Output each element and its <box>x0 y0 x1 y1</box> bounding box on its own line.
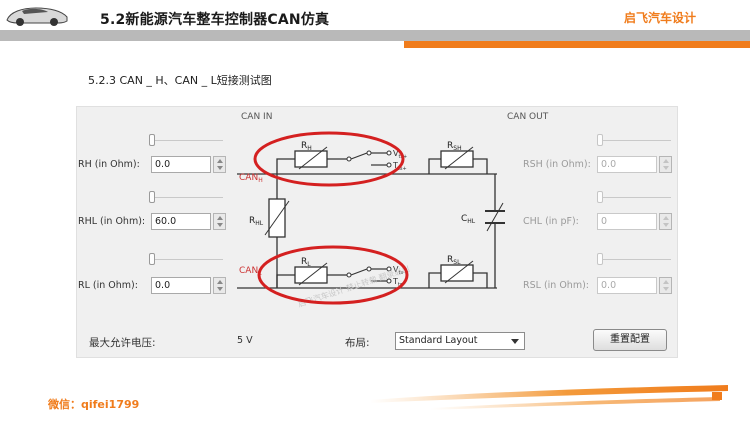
rhl-label: RHL (in Ohm): <box>78 216 146 227</box>
rh-input[interactable]: 0.0 <box>151 156 211 173</box>
slide-title: 5.2新能源汽车整车控制器CAN仿真 <box>100 12 330 28</box>
chl-input[interactable]: 0 <box>597 213 657 230</box>
can-in-label: CAN IN <box>241 112 273 122</box>
rl-input[interactable]: 0.0 <box>151 277 211 294</box>
svg-text:RSL: RSL <box>447 255 461 266</box>
svg-text:RL: RL <box>301 257 311 268</box>
rsl-slider[interactable] <box>597 253 671 265</box>
rhl-symbol: R <box>249 216 255 226</box>
header-grey-bar <box>0 30 750 41</box>
rsh-spinner[interactable] <box>659 156 672 173</box>
rsh-slider[interactable] <box>597 134 671 146</box>
svg-text:RSH: RSH <box>447 141 462 152</box>
chl-label: CHL (in pF): <box>523 216 579 227</box>
rhl-slider[interactable] <box>149 191 223 203</box>
svg-text:RHL: RHL <box>249 216 264 227</box>
circuit-diagram: RH RHL RL RSH RSL CHL CANH CANL Vts+ Tts… <box>237 131 505 309</box>
chl-symbol: C <box>461 214 467 224</box>
rh-symbol: R <box>301 141 307 151</box>
svg-text:CANH: CANH <box>239 173 263 184</box>
can-simulation-panel: CAN IN CAN OUT RH (in Ohm): 0.0 RHL (in … <box>76 106 678 358</box>
svg-text:CHL: CHL <box>461 214 476 225</box>
rh-slider[interactable] <box>149 134 223 146</box>
layout-label: 布局: <box>345 337 370 349</box>
rhl-spinner[interactable] <box>213 213 226 230</box>
t-ts-minus-label: T <box>392 277 398 286</box>
rl-spinner[interactable] <box>213 277 226 294</box>
svg-text:Tts+: Tts+ <box>392 161 407 172</box>
v-ts-plus-label: V <box>393 149 399 158</box>
brand-name: 启飞汽车设计 <box>624 11 697 25</box>
rsh-input[interactable]: 0.0 <box>597 156 657 173</box>
chevron-down-icon <box>511 339 519 344</box>
can-h-label: CAN <box>239 173 258 183</box>
wechat-contact: 微信：qifei1799 <box>48 398 140 411</box>
rh-spinner[interactable] <box>213 156 226 173</box>
max-voltage-value: 5 V <box>237 335 253 346</box>
t-ts-plus-label: T <box>392 161 398 170</box>
rsl-label: RSL (in Ohm): <box>523 280 589 291</box>
rsh-label: RSH (in Ohm): <box>523 159 591 170</box>
rsl-symbol: R <box>447 255 453 265</box>
highlight-circle-bottom <box>257 245 409 305</box>
rsl-input[interactable]: 0.0 <box>597 277 657 294</box>
layout-select[interactable]: Standard Layout <box>395 332 525 350</box>
rl-label: RL (in Ohm): <box>78 280 138 291</box>
rh-label: RH (in Ohm): <box>78 159 140 170</box>
header-orange-bar <box>404 41 750 48</box>
highlight-circle-top <box>253 131 405 187</box>
rsh-symbol: R <box>447 141 453 151</box>
rl-slider[interactable] <box>149 253 223 265</box>
v-ts-minus-label: V <box>393 265 399 274</box>
chl-slider[interactable] <box>597 191 671 203</box>
rhl-input[interactable]: 60.0 <box>151 213 211 230</box>
reset-config-button[interactable]: 重置配置 <box>593 329 667 351</box>
section-title: 5.2.3 CAN _ H、CAN _ L短接测试图 <box>88 74 272 87</box>
can-out-label: CAN OUT <box>507 112 549 122</box>
layout-select-value: Standard Layout <box>399 335 478 346</box>
svg-text:RH: RH <box>301 141 312 152</box>
chl-spinner[interactable] <box>659 213 672 230</box>
sports-car-logo <box>6 7 68 26</box>
rsl-spinner[interactable] <box>659 277 672 294</box>
max-voltage-label: 最大允许电压: <box>89 337 156 349</box>
can-l-label: CAN <box>239 266 258 276</box>
rl-symbol: R <box>301 257 307 267</box>
svg-text:Vts-: Vts- <box>393 265 405 276</box>
